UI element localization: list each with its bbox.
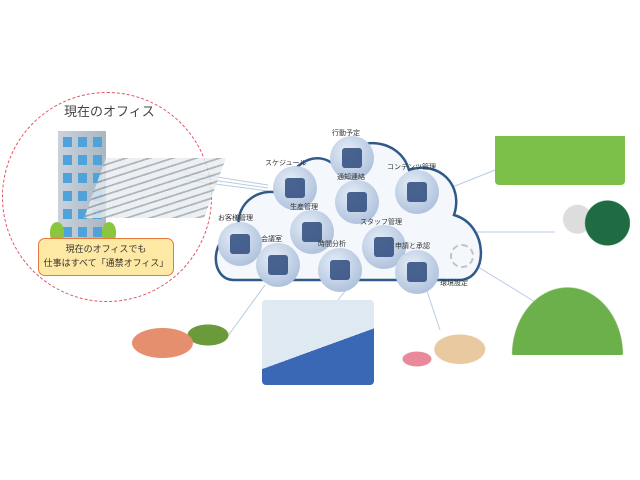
- email-fax-icon: [347, 192, 367, 212]
- service-label: 申請と承認: [395, 242, 430, 250]
- service-label: 環境設定: [440, 279, 468, 287]
- approval-document-icon: [407, 262, 427, 282]
- service-2[interactable]: スケジュール: [265, 159, 317, 210]
- building-window: [63, 173, 72, 183]
- building-window: [78, 137, 87, 147]
- office-title: 現在のオフィス: [64, 105, 155, 120]
- train-remote-work-illustration: [262, 300, 374, 385]
- service-9[interactable]: 時間分析: [318, 240, 362, 292]
- building-window: [93, 227, 102, 237]
- building-window: [63, 155, 72, 165]
- binders-icon: [407, 182, 427, 202]
- service-10[interactable]: 申請と承認: [395, 242, 439, 294]
- bar-chart-icon: [330, 260, 350, 280]
- customers-icon: [230, 234, 250, 254]
- building-window: [78, 191, 87, 201]
- building-window: [78, 227, 87, 237]
- building-window: [63, 137, 72, 147]
- note-line: 現在のオフィスでも: [65, 245, 147, 255]
- calendar-icon: [285, 178, 305, 198]
- caregiving-remote-work-illustration: [398, 320, 493, 385]
- building-window: [93, 137, 102, 147]
- gear-icon: [450, 244, 474, 268]
- note-line: 仕事はすべて「通禁オフィス」: [43, 259, 169, 269]
- office-desks-illustration: [84, 158, 226, 218]
- office-note: 現在のオフィスでも 仕事はすべて「通禁オフィス」: [38, 238, 174, 276]
- service-11[interactable]: 環境設定: [438, 232, 482, 287]
- countryside-remote-work-illustration: [510, 285, 625, 355]
- service-4[interactable]: コンテンツ管理: [387, 163, 439, 214]
- building-window: [63, 227, 72, 237]
- service-label: お客様管理: [218, 214, 253, 222]
- chat-bubbles-icon: [268, 255, 288, 275]
- service-label: 時間分析: [318, 240, 346, 248]
- building-window: [78, 173, 87, 183]
- chart-up-icon: [302, 222, 322, 242]
- service-label: コンテンツ管理: [387, 163, 436, 171]
- service-label: 会議室: [261, 235, 282, 243]
- service-1[interactable]: 行動予定: [330, 129, 374, 180]
- home-remote-work-illustration: [130, 295, 260, 375]
- service-label: スタッフ管理: [360, 218, 402, 226]
- service-label: 通知連絡: [337, 173, 365, 181]
- building-window: [63, 209, 72, 219]
- service-6[interactable]: お客様管理: [218, 214, 262, 266]
- village-remote-work-illustration: [495, 115, 625, 185]
- document-list-icon: [342, 148, 362, 168]
- staff-icon: [374, 237, 394, 257]
- service-7[interactable]: スタッフ管理: [360, 218, 406, 269]
- service-label: 生産管理: [290, 203, 318, 211]
- service-5[interactable]: 生産管理: [290, 203, 334, 254]
- tree-illustration: [50, 222, 64, 242]
- service-3[interactable]: 通知連絡: [335, 173, 379, 224]
- building-window: [78, 155, 87, 165]
- tree-illustration: [102, 222, 116, 242]
- cafe-remote-work-illustration: [555, 193, 630, 268]
- building-window: [78, 209, 87, 219]
- service-label: 行動予定: [332, 129, 360, 137]
- building-window: [63, 191, 72, 201]
- service-8[interactable]: 会議室: [256, 235, 300, 287]
- service-label: スケジュール: [265, 159, 307, 167]
- building-window: [93, 155, 102, 165]
